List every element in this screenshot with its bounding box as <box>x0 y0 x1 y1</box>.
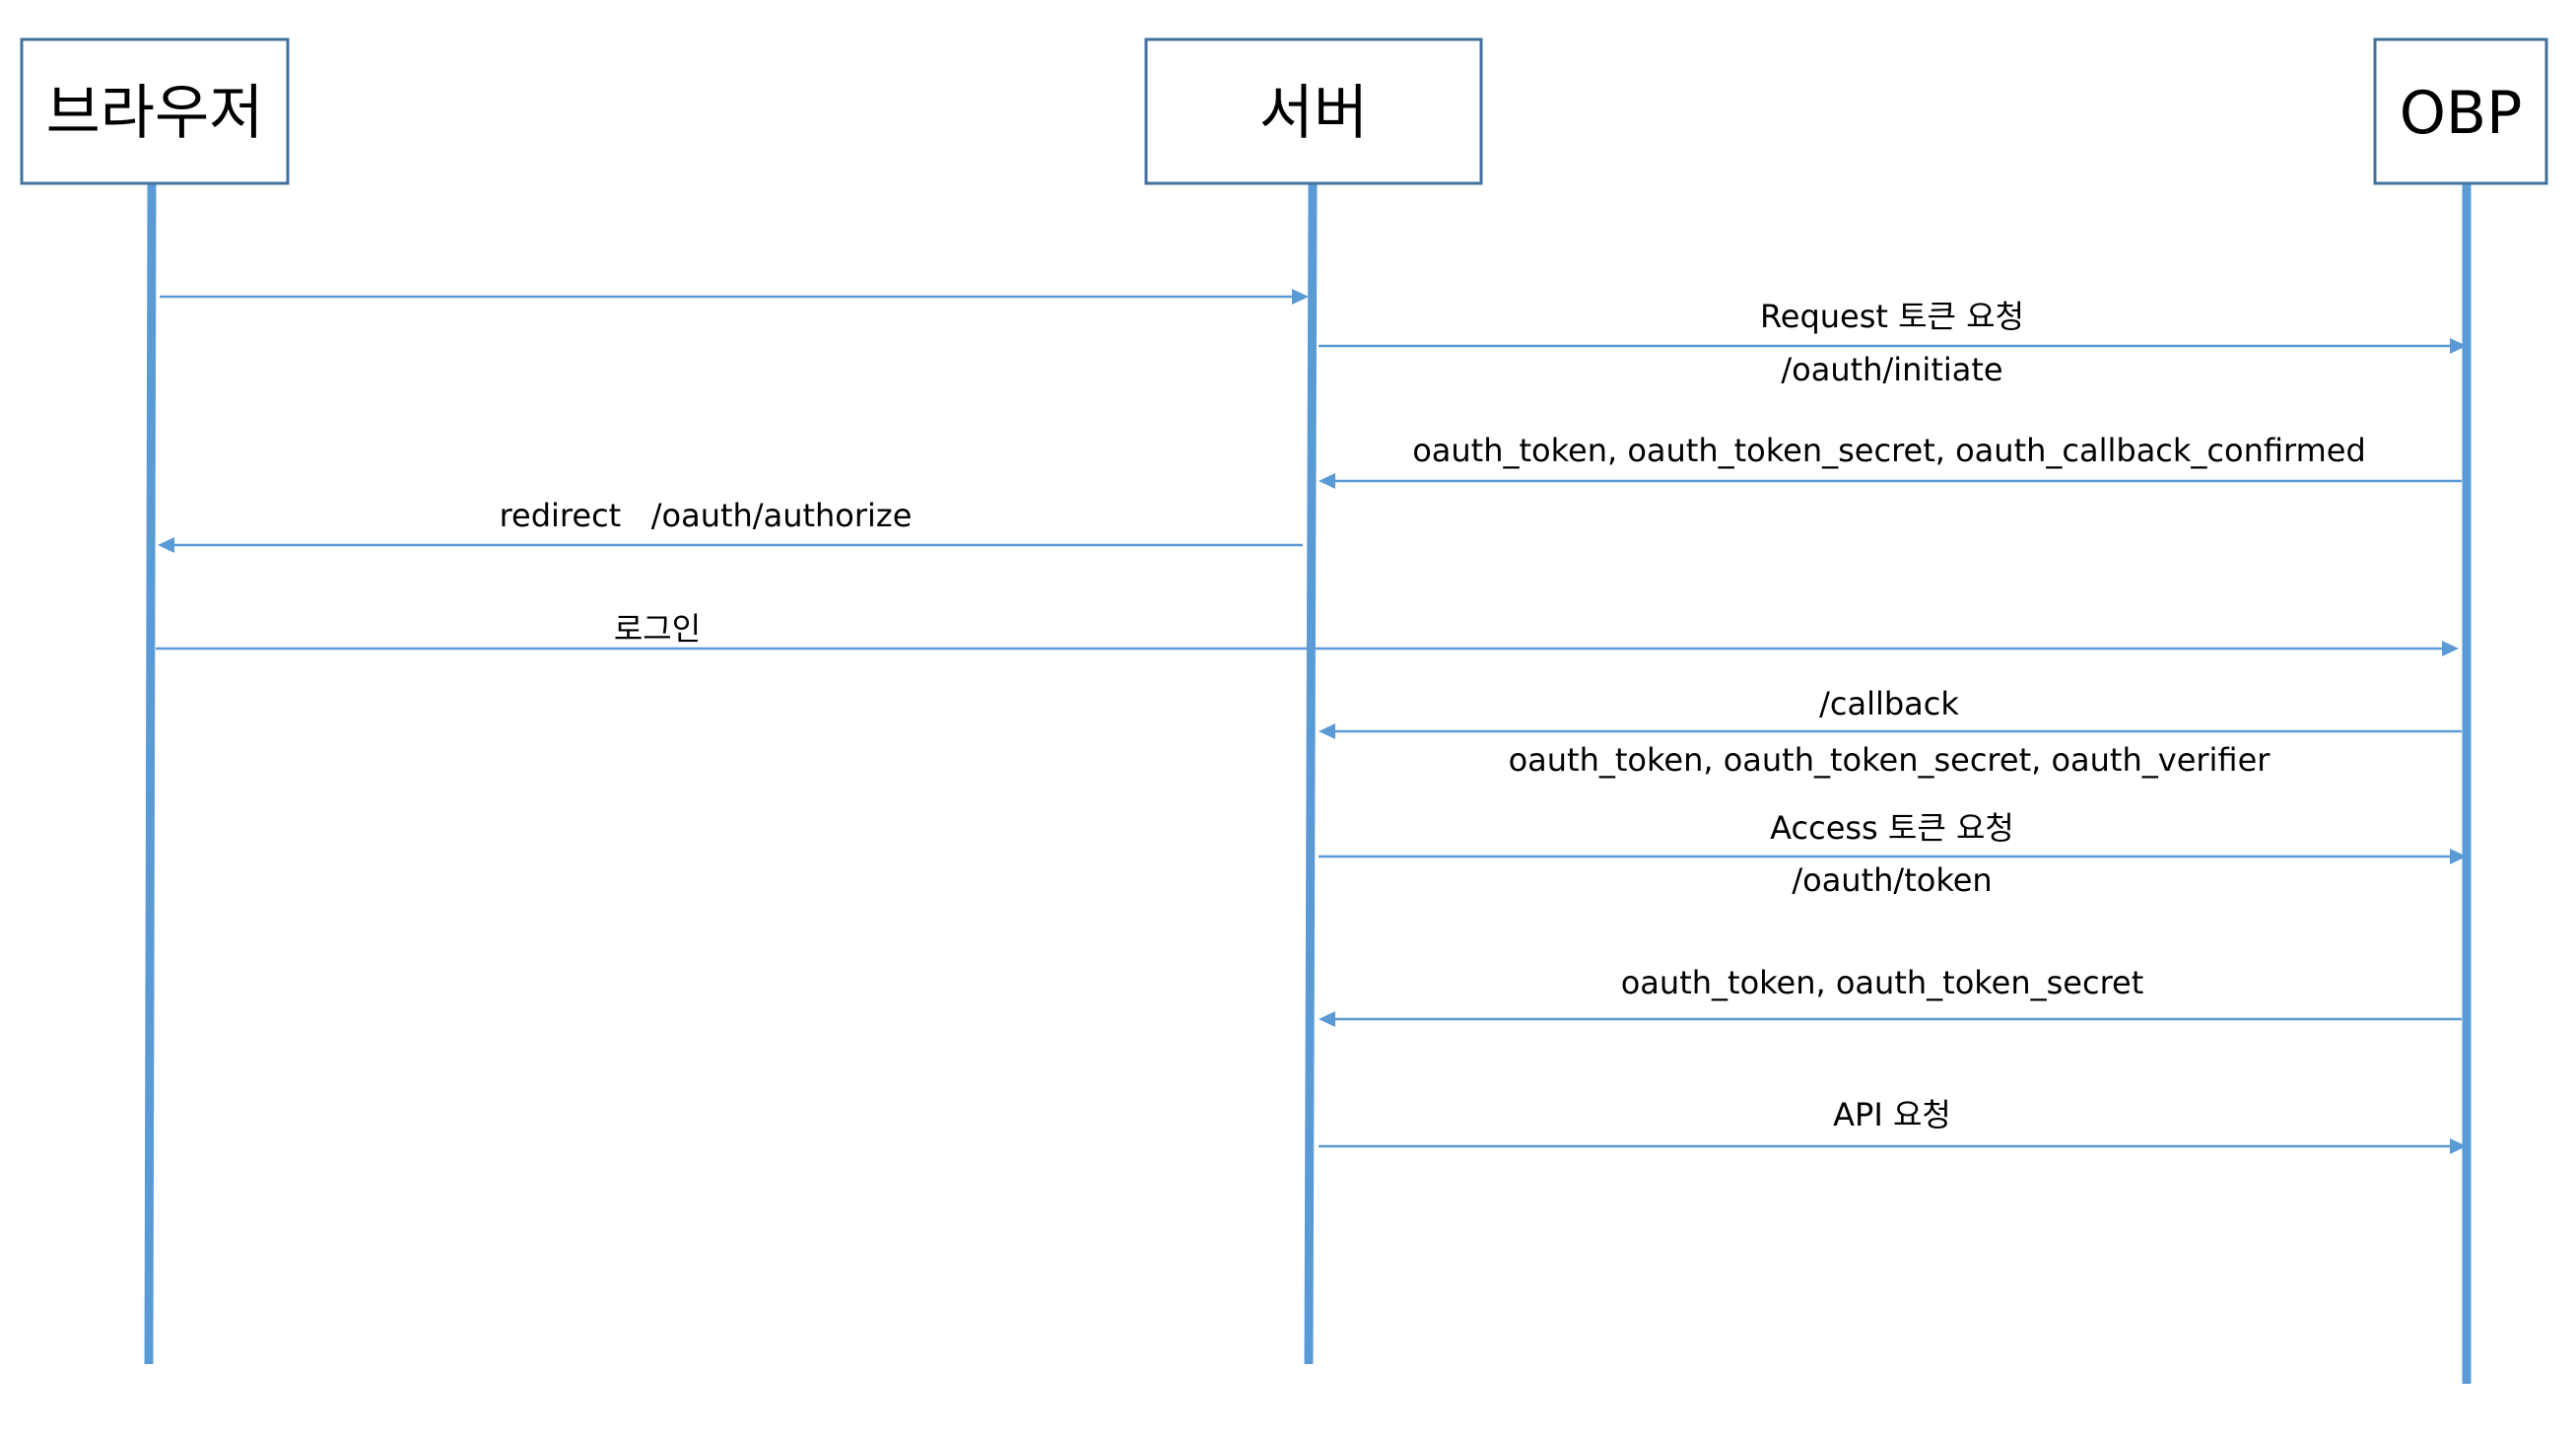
message-7-endpoint: /oauth/token <box>1792 861 1992 899</box>
message-8-arrowhead <box>1319 1011 1335 1027</box>
message-5-arrowhead <box>2442 641 2459 656</box>
message-4: redirect /oauth/authorize <box>158 497 1303 553</box>
message-7-label: Access 토큰 요청 <box>1770 809 2014 847</box>
actor-label-server: 서버 <box>1259 79 1368 148</box>
actor-box-server <box>1144 37 1483 185</box>
message-9-label: API 요청 <box>1833 1096 1951 1133</box>
message-6-arrowhead <box>1319 723 1335 739</box>
message-2-endpoint: /oauth/initiate <box>1781 351 2002 388</box>
actor-box-obp <box>2373 37 2548 185</box>
message-1-arrowhead <box>1292 289 1309 305</box>
message-7: Access 토큰 요청 /oauth/token <box>1319 809 2467 899</box>
message-7-arrowhead <box>2450 849 2467 864</box>
message-2: Request 토큰 요청 /oauth/initiate <box>1319 298 2467 388</box>
message-3: oauth_token, oauth_token_secret, oauth_c… <box>1319 432 2462 489</box>
actor-label-obp: OBP <box>2400 79 2523 148</box>
message-4-label: redirect /oauth/authorize <box>500 497 913 534</box>
message-8-label: oauth_token, oauth_token_secret <box>1621 964 2144 1001</box>
message-2-arrowhead <box>2450 338 2467 354</box>
message-8: oauth_token, oauth_token_secret <box>1319 964 2462 1027</box>
message-9-arrowhead <box>2450 1138 2467 1154</box>
message-5-label: 로그인 <box>614 610 701 648</box>
actor-server: 서버 <box>1144 37 1483 185</box>
message-6-params: oauth_token, oauth_token_secret, oauth_v… <box>1509 741 2271 779</box>
actor-label-browser: 브라우저 <box>46 79 264 148</box>
message-6-label: /callback <box>1819 685 1959 722</box>
message-6: /callback oauth_token, oauth_token_secre… <box>1319 685 2462 779</box>
actor-box-browser <box>20 37 290 185</box>
message-3-label: oauth_token, oauth_token_secret, oauth_c… <box>1412 432 2366 469</box>
message-5: 로그인 <box>156 610 2459 656</box>
message-3-arrowhead <box>1319 473 1335 489</box>
actor-browser: 브라우저 <box>20 37 290 185</box>
lifeline-server <box>1304 182 1318 1365</box>
message-2-label: Request 토큰 요청 <box>1760 298 2024 335</box>
lifeline-browser <box>144 182 157 1365</box>
message-4-arrowhead <box>158 537 174 553</box>
actor-obp: OBP <box>2373 37 2548 185</box>
message-1 <box>160 289 1309 305</box>
message-9: API 요청 <box>1319 1096 2467 1154</box>
